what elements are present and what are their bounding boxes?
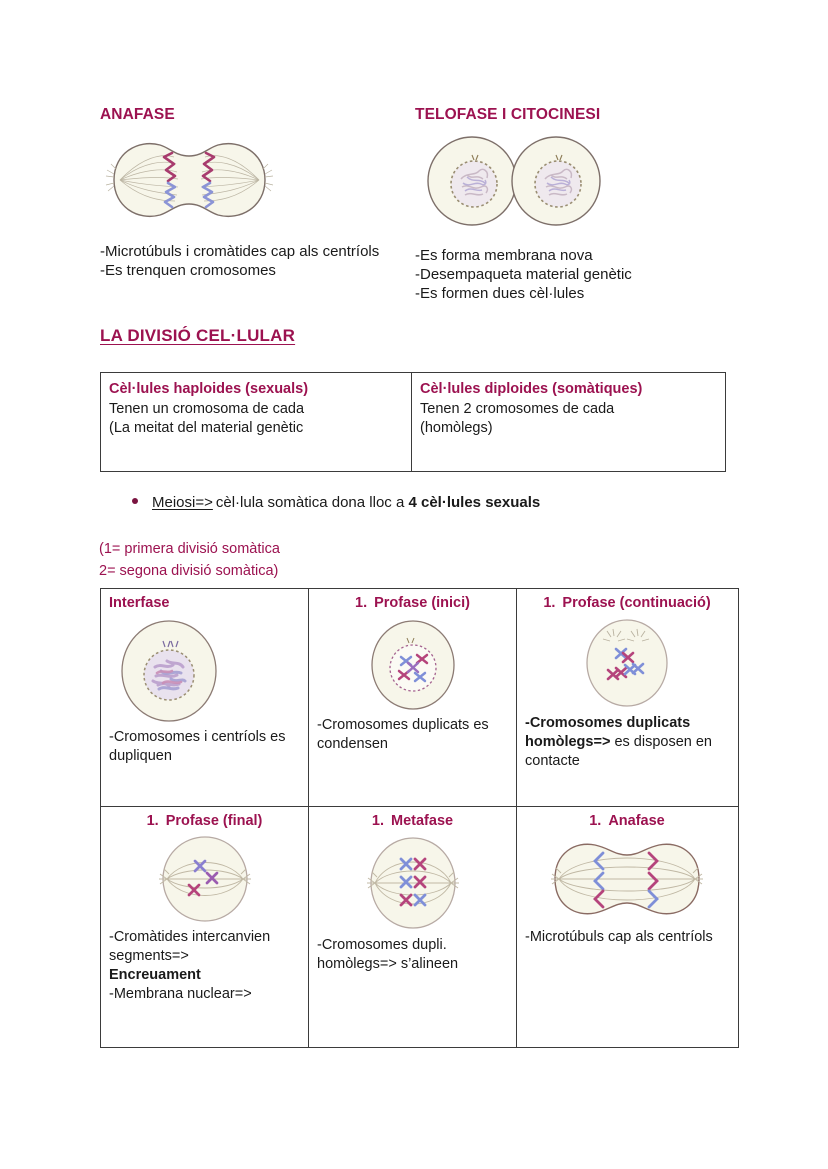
meiosis-title-profase-continuacio: 1. Profase (continuació) — [525, 595, 729, 613]
cell-type-diploid-header: Cèl·lules diploides (somàtiques) — [420, 381, 643, 397]
meiosis-cell-anafase: 1. Anafase — [517, 807, 737, 1047]
telophase-cytokinesis-diagram — [417, 131, 740, 236]
phase-block-anafase: ANAFASE — [100, 106, 415, 303]
meiosis-cell-profase-final: 1. Profase (final) — [101, 807, 309, 1047]
meiosis-title-anafase: 1. Anafase — [525, 813, 729, 831]
phase-title-telofase: TELOFASE I CITOCINESI — [415, 106, 601, 123]
meiosis-title-text: Anafase — [608, 813, 665, 829]
meiosis-text-anafase: -Microtúbuls cap als centríols — [525, 928, 713, 945]
meiosis-title-profase-inici: 1. Profase (inici) — [317, 595, 508, 613]
meiosis-step-number: 1. — [146, 813, 159, 829]
meiosis-text-profase-continuacio: -Cromosomes duplicats homòlegs=> es disp… — [525, 714, 729, 771]
anaphase-cell — [525, 833, 729, 925]
interphase-cell — [109, 615, 300, 725]
prophase-final-cell — [109, 833, 300, 925]
meiosis-step-number: 1. — [355, 595, 368, 611]
meiosis-text-bold: Encreuament — [109, 966, 201, 983]
meiosis-cell-metafase: 1. Metafase — [309, 807, 517, 1047]
anaphase-cell-diagram — [102, 131, 415, 234]
meiosi-middle-text: cèl·lula somàtica dona lloc a — [215, 494, 405, 511]
division-legend-note: (1= primera divisió somàtica 2= segona d… — [99, 541, 280, 579]
meiosis-title-metafase: 1. Metafase — [317, 813, 508, 831]
meiosis-title-text: Interfase — [109, 595, 170, 611]
meiosis-title-profase-final: 1. Profase (final) — [109, 813, 300, 831]
meiosis-title-text: Profase (inici) — [374, 595, 470, 611]
meiosis-title-text: Profase (final) — [165, 813, 263, 829]
meiosis-step-number: 1. — [589, 813, 602, 829]
meiosis-text-plain: -Cromàtides intercanvien segments=> — [109, 928, 271, 964]
phase-overview-row: ANAFASE — [100, 106, 740, 303]
table-row: 1. Profase (final) — [101, 806, 738, 1047]
cell-types-table: Cèl·lules haploides (sexuals) Tenen un c… — [100, 372, 726, 472]
meiosis-cell-interfase: Interfase — [101, 589, 309, 806]
meiosi-result-text: 4 cèl·lules sexuals — [408, 494, 541, 511]
meiosis-text-rest: -Membrana nuclear=> — [109, 986, 252, 1003]
cell-type-diploid-body: Tenen 2 cromosomes de cada (homòlegs) — [420, 400, 615, 436]
meiosis-text-profase-inici: -Cromosomes duplicats es condensen — [317, 716, 489, 752]
cell-type-diploid: Cèl·lules diploides (somàtiques) Tenen 2… — [412, 373, 725, 471]
meiosis-step-number: 1. — [371, 813, 385, 829]
phase-description-telofase: -Es forma membrana nova -Desempaqueta ma… — [415, 246, 632, 302]
phase-block-telofase: TELOFASE I CITOCINESI — [415, 106, 740, 303]
prophase-start-cell — [317, 615, 508, 713]
phase-title-anafase: ANAFASE — [100, 106, 175, 123]
cell-type-haploid: Cèl·lules haploides (sexuals) Tenen un c… — [101, 373, 412, 471]
meiosis-title-text: Profase (continuació) — [562, 595, 711, 611]
meiosis-stages-table: Interfase — [100, 588, 739, 1048]
table-row: Interfase — [101, 589, 738, 806]
meiosis-title-text: Metafase — [391, 813, 454, 829]
meiosis-cell-profase-continuacio: 1. Profase (continuació) — [517, 589, 737, 806]
meiosis-text-profase-final: -Cromàtides intercanvien segments=> Encr… — [109, 928, 300, 1005]
meiosi-keyword: Meiosi=> — [152, 494, 213, 511]
meiosis-cell-profase-inici: 1. Profase (inici) — [309, 589, 517, 806]
meiosis-text-bold: -Cromosomes duplicats homòlegs=> — [525, 714, 691, 750]
meiosis-text-rest: es disposen en contacte — [525, 733, 712, 769]
meiosis-text-interfase: -Cromosomes i centríols es dupliquen — [109, 728, 286, 764]
meiosis-step-number: 1. — [543, 595, 556, 611]
meiosis-text-metafase: -Cromosomes dupli. homòlegs=> s’alineen — [317, 936, 459, 972]
cell-type-haploid-header: Cèl·lules haploides (sexuals) — [109, 381, 309, 397]
phase-description-anafase: -Microtúbuls i cromàtides cap als centrí… — [100, 242, 380, 279]
bullet-dot-icon — [132, 498, 138, 504]
meiosi-bullet-item: Meiosi=>cèl·lula somàtica dona lloc a 4 … — [132, 494, 540, 511]
prophase-continued-cell — [525, 615, 729, 711]
metaphase-cell — [317, 833, 508, 933]
cell-type-haploid-body: Tenen un cromosoma de cada (La meitat de… — [109, 400, 305, 436]
section-heading-divisio-cellular: LA DIVISIÓ CEL·LULAR — [100, 326, 296, 345]
meiosi-bullet-text: Meiosi=>cèl·lula somàtica dona lloc a 4 … — [152, 494, 540, 511]
meiosis-title-interfase: Interfase — [109, 595, 300, 613]
